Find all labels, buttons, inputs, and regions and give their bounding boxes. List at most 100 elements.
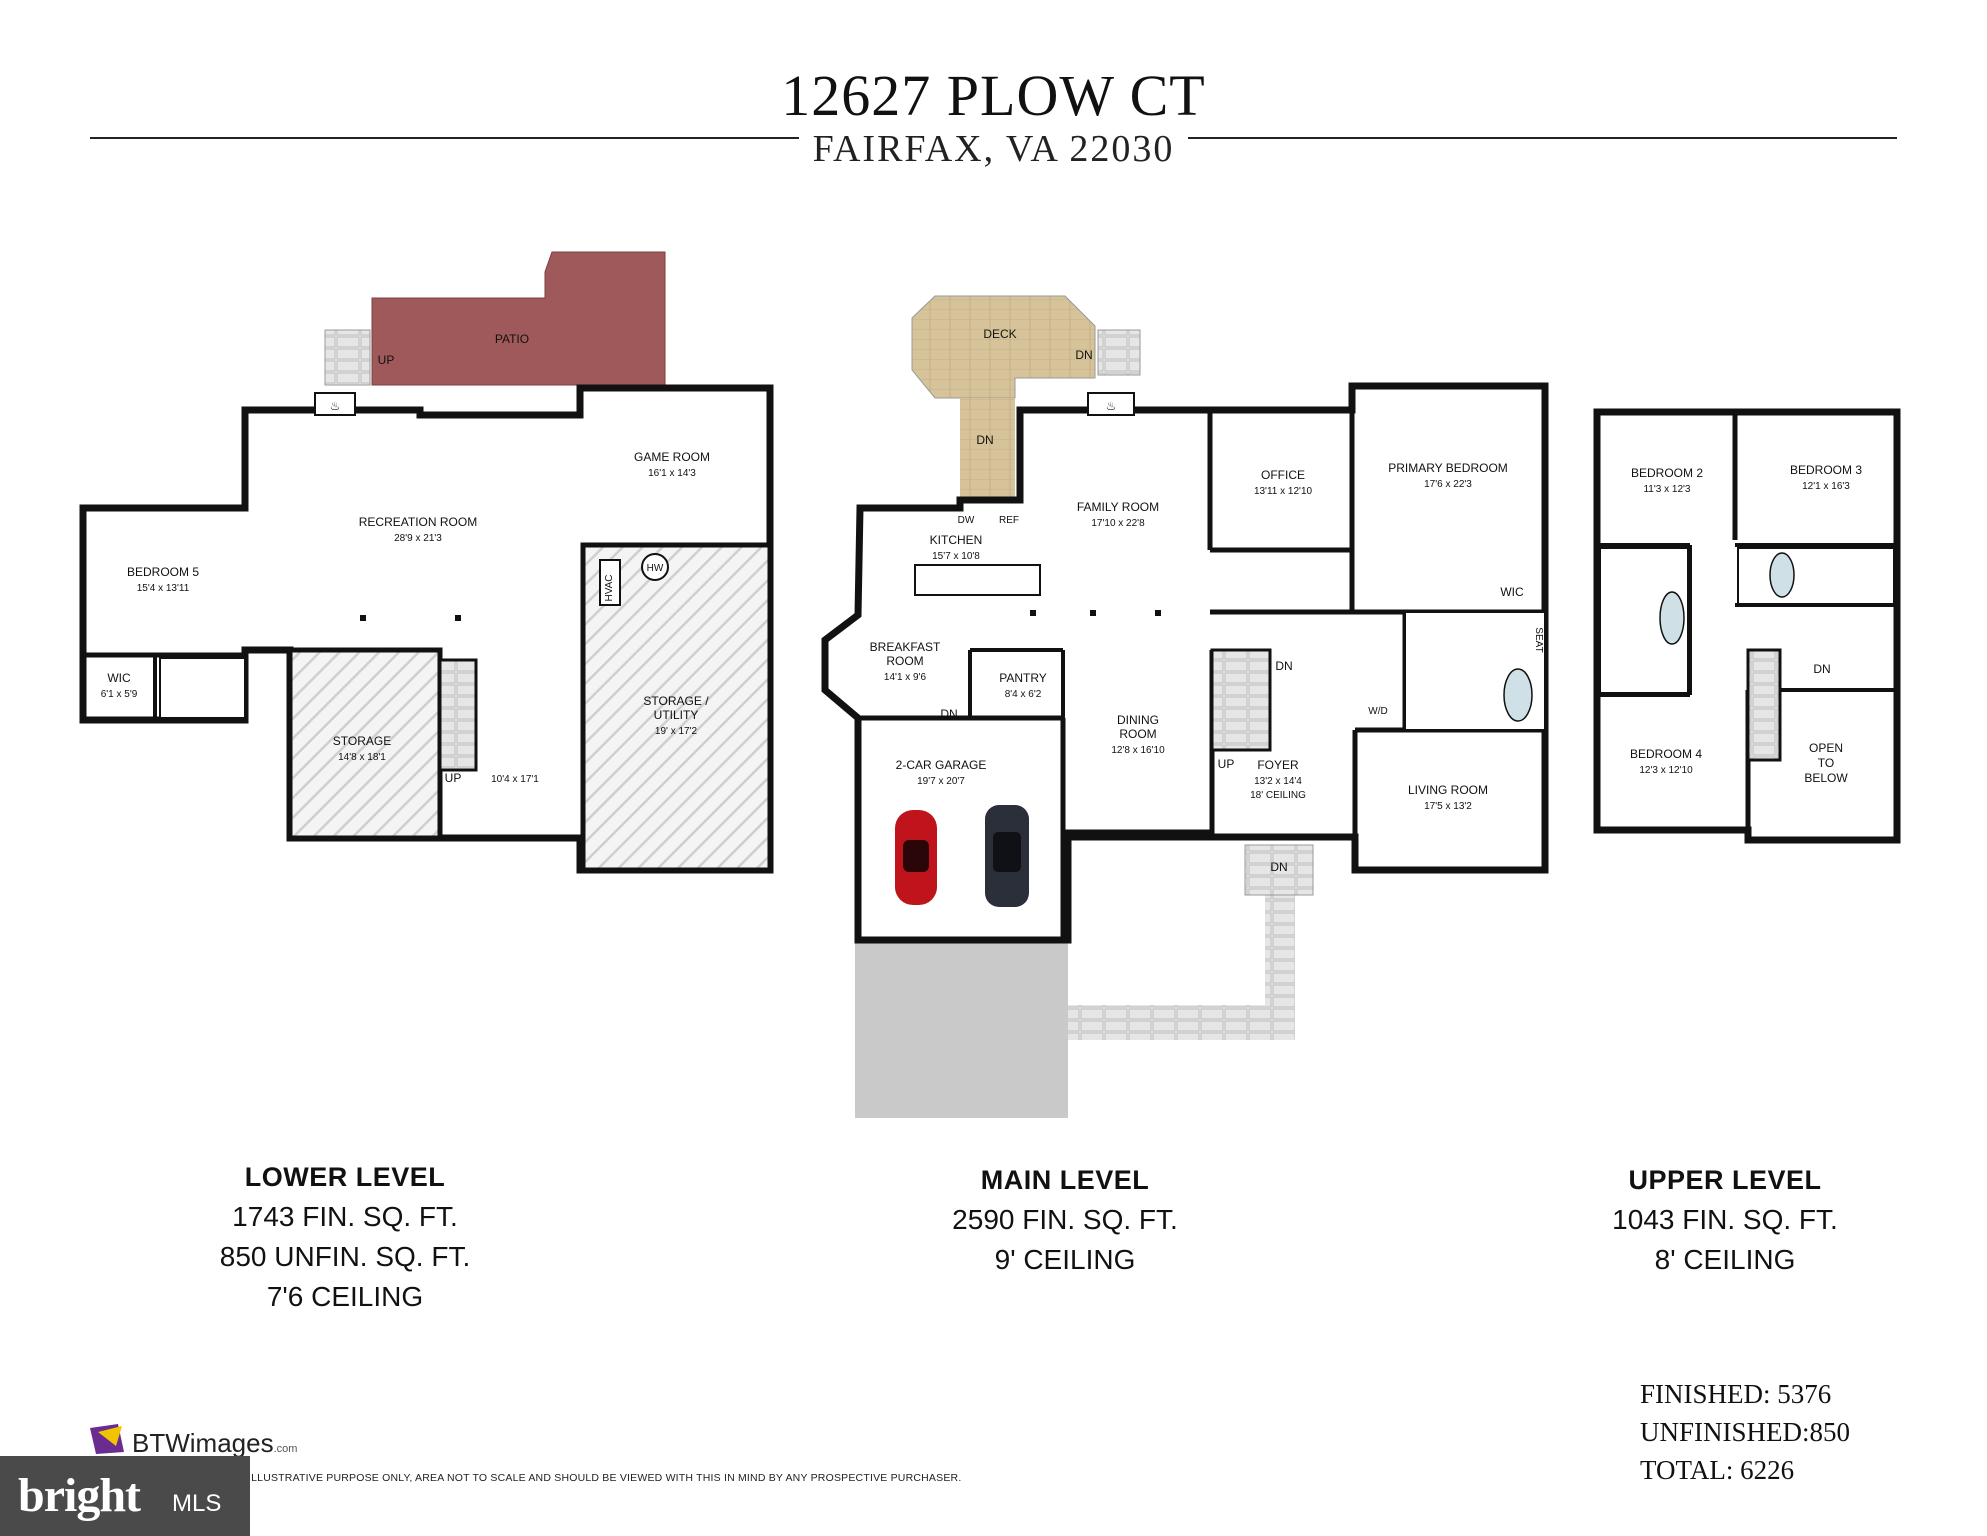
game-room-dim: 16'1 x 14'3 [648,468,696,479]
breakfast-label: BREAKFAST [870,640,941,654]
living-room-label: LIVING ROOM [1408,783,1488,797]
area-totals: FINISHED: 5376 UNFINISHED:850 TOTAL: 622… [1640,1375,1850,1489]
bedroom3-dim: 12'1 x 16'3 [1802,481,1850,492]
hall-bath [1599,547,1689,694]
fire-icon: ♨ [330,399,341,413]
foyer-dn-label: DN [1275,659,1292,673]
jack-tub [1769,552,1795,598]
grand-total: TOTAL: 6226 [1640,1451,1850,1489]
finished-total: FINISHED: 5376 [1640,1375,1850,1413]
finished-value: 5376 [1777,1379,1832,1409]
lower-level-unfinished: 850 UNFIN. SQ. FT. [219,1241,471,1272]
hvac-unit [599,559,621,606]
dining-label: DINING [1117,713,1159,727]
deck-area [911,295,1096,399]
water-heater [641,553,669,581]
bedroom5-label: BEDROOM 5 [127,565,199,579]
city-text: FAIRFAX, VA 22030 [798,127,1189,171]
living-room-dim: 17'5 x 13'2 [1424,801,1472,812]
main-stairs [1210,648,1272,752]
front-steps [1244,844,1314,896]
foyer-dim: 13'2 x 14'4 [1254,776,1302,787]
jack-bath [1737,547,1895,605]
open-to-below-3: BELOW [1804,771,1848,785]
bedroom5-dim: 15'4 x 13'11 [137,583,190,594]
bedroom4-dim: 12'3 x 12'10 [1639,765,1693,776]
main-level-name: MAIN LEVEL [980,1165,1150,1195]
family-room-dim: 17'10 x 22'8 [1091,518,1145,529]
open-to-below-2: TO [1818,756,1834,770]
primary-bedroom-dim: 17'6 x 22'3 [1424,479,1472,490]
bedroom2-dim: 11'3 x 12'3 [1643,484,1690,495]
storage-utility-label: STORAGE / [643,694,709,708]
main-level-ceiling: 9' CEILING [994,1244,1136,1275]
garage-dim: 19'7 x 20'7 [917,776,965,787]
upper-level-finished: 1043 FIN. SQ. FT. [1612,1204,1838,1235]
deck-dn-label: DN [1075,348,1092,362]
office-dim: 13'11 x 12'10 [1254,486,1313,497]
fire-icon: ♨ [1106,399,1117,413]
bedroom2-label: BEDROOM 2 [1631,466,1703,480]
bedroom4-label: BEDROOM 4 [1630,747,1702,761]
main-outer-walls [821,382,1549,944]
deck-label: DECK [983,327,1016,341]
lower-bath [159,657,246,719]
patio-label: PATIO [495,332,529,346]
upper-dn-label: DN [1813,662,1830,676]
upper-level-summary: UPPER LEVEL 1043 FIN. SQ. FT. 8' CEILING [1570,1165,1880,1276]
lower-level-name: LOWER LEVEL [244,1162,446,1192]
fireplace [1087,392,1135,416]
main-level-plan: ♨ DECK DN DN FAMILY ROOM [821,295,1549,1118]
kitchen-dim: 15'7 x 10'8 [932,551,980,562]
front-walkway [1068,895,1295,1040]
unfinished-total: UNFINISHED:850 [1640,1413,1850,1451]
seat-label: SEAT [1533,627,1544,652]
office-label: OFFICE [1261,468,1305,482]
hvac-label: HVAC [604,574,615,601]
logo-text: BTWimages [132,1428,274,1458]
primary-bedroom-label: PRIMARY BEDROOM [1388,461,1508,475]
kitchen-island [914,564,1041,596]
storage-utility-dim: 19' x 17'2 [655,726,698,737]
master-wic-label: WIC [1500,585,1524,599]
fireplace [314,392,356,416]
unfinished-value: 850 [1809,1417,1851,1447]
kitchen-label: KITCHEN [930,533,983,547]
patio-area [371,251,666,386]
recreation-room-label: RECREATION ROOM [359,515,477,529]
car-dark [985,805,1029,907]
hw-label: HW [647,563,664,574]
hall-dim: 10'4 x 17'1 [491,774,539,785]
mls-word: MLS [172,1490,222,1517]
finished-label: FINISHED: [1640,1379,1771,1409]
dining-dim: 12'8 x 16'10 [1111,745,1165,756]
logo-icon [90,1424,124,1454]
car-red [895,810,937,905]
deck-stair-dn-label: DN [976,433,993,447]
lower-level-ceiling: 7'6 CEILING [266,1281,424,1312]
deck-walkway [960,398,1015,500]
bedroom3-label: BEDROOM 3 [1790,463,1862,477]
family-room-label: FAMILY ROOM [1077,500,1159,514]
garage-dn-label: DN [940,707,957,721]
bright-word: bright [18,1469,141,1522]
logo-suffix: .com [273,1443,298,1455]
lower-level-finished: 1743 FIN. SQ. FT. [232,1201,458,1232]
storage-dim: 14'8 x 18'1 [338,752,386,763]
upper-level-plan: BEDROOM 2 11'3 x 12'3 BEDROOM 3 12'1 x 1… [1593,408,1901,844]
page-title: 12627 PLOW CT [781,63,1206,128]
refrigerator-label: REF [999,515,1019,526]
dining-label2: ROOM [1119,727,1156,741]
wic-label: WIC [107,671,131,685]
upper-level-name: UPPER LEVEL [1628,1165,1822,1195]
disclaimer: ILLUSTRATIVE PURPOSE ONLY, AREA NOT TO S… [248,1472,962,1484]
breakfast-label2: ROOM [886,654,923,668]
bright-mls-watermark: bright MLS [0,1456,250,1536]
recreation-room-dim: 28'9 x 21'3 [394,533,442,544]
wic-dim: 6'1 x 5'9 [101,689,138,700]
total-label: TOTAL: [1640,1455,1734,1485]
breakfast-dim: 14'1 x 9'6 [884,672,927,683]
deck-stairs [1097,329,1141,376]
total-value: 6226 [1740,1455,1795,1485]
